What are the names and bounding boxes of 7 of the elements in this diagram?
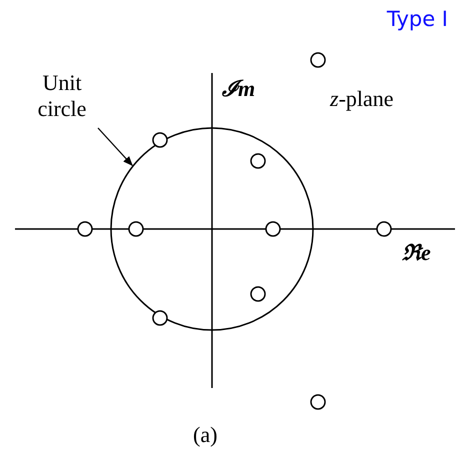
real-axis-label: ℜe (402, 239, 431, 267)
leader-line (98, 128, 133, 166)
figure-caption: (a) (193, 421, 218, 449)
imaginary-axis-label: ℐm (222, 75, 256, 103)
plane-label: z-plane (330, 85, 394, 113)
figure-type-label: Type I (386, 6, 448, 33)
circle-label: Unit circle (36, 70, 88, 122)
